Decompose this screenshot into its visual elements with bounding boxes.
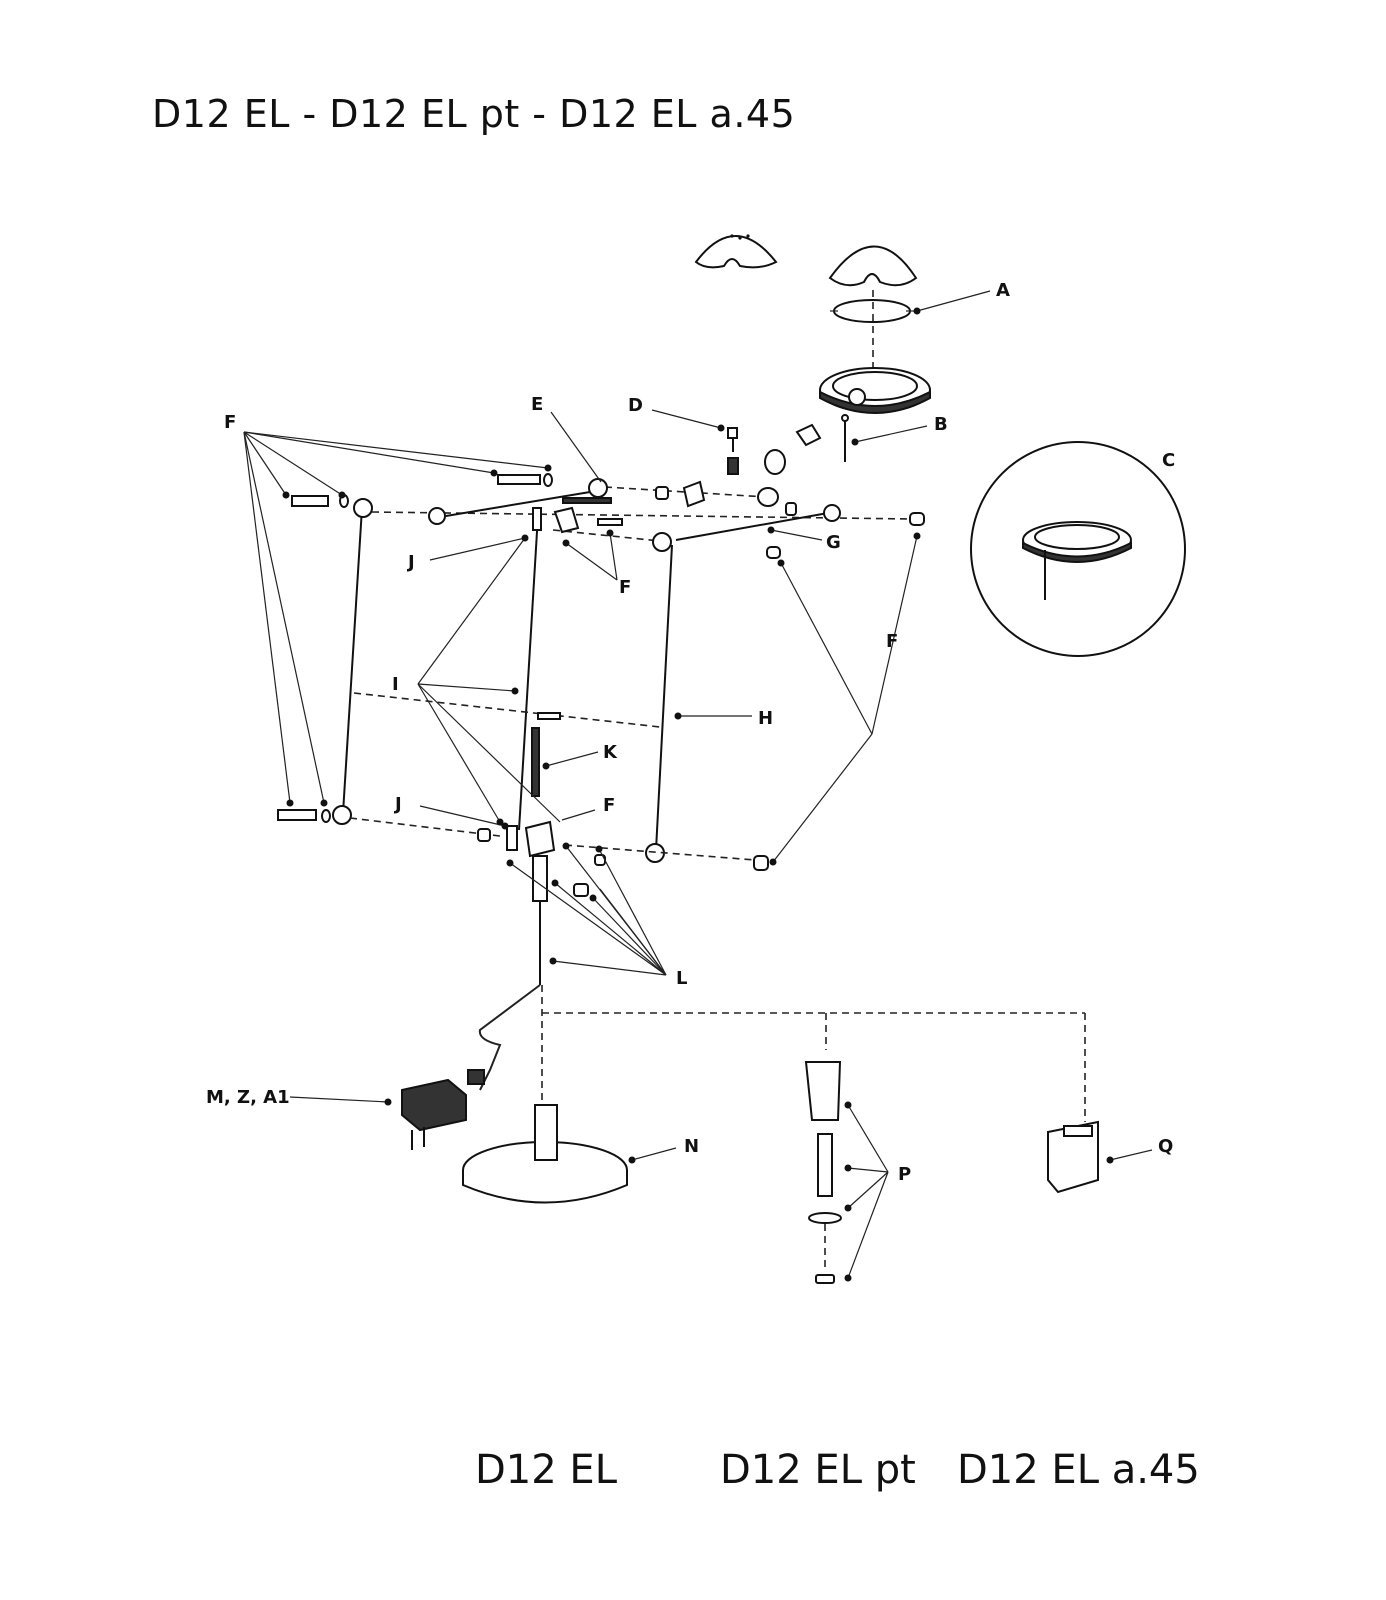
callout-k: K	[603, 742, 618, 763]
callout-f-right: F	[886, 631, 898, 652]
callout-i: I	[392, 674, 399, 695]
stem-part	[478, 855, 548, 1091]
joint-knob-part	[764, 423, 822, 475]
callout-f-left: F	[224, 412, 236, 433]
end-cap-part	[766, 512, 925, 559]
upper-screw-part	[497, 473, 553, 487]
adjuster-screw-part-d	[727, 427, 739, 475]
variant-label-d12-el: D12 EL	[475, 1447, 617, 1493]
callout-j-upper: J	[406, 552, 415, 573]
callout-d: D	[628, 395, 643, 416]
page-title: D12 EL - D12 EL pt - D12 EL a.45	[152, 92, 796, 136]
nut-part-2	[785, 502, 797, 516]
spring-small-part	[562, 497, 612, 504]
clamp-q-part	[1047, 1120, 1099, 1194]
wall-mount-p-part	[804, 1061, 842, 1284]
callout-b: B	[934, 414, 948, 435]
base-part	[462, 1104, 628, 1204]
pin-small-part	[597, 518, 623, 526]
left-arm-part	[332, 498, 373, 825]
pin-part-b	[841, 414, 849, 462]
callout-p: P	[898, 1164, 911, 1185]
lower-joint-part	[506, 820, 769, 897]
shade-alt-part	[694, 234, 778, 269]
knob-part	[757, 487, 779, 507]
led-ring-part	[819, 367, 931, 414]
callout-mza1: M, Z, A1	[206, 1087, 290, 1108]
callout-c: C	[1162, 450, 1175, 471]
shade-part	[828, 245, 918, 287]
center-arm-part	[518, 507, 542, 831]
callout-e: E	[531, 394, 543, 415]
callout-q: Q	[1158, 1136, 1173, 1157]
lower-screw-part	[277, 809, 331, 823]
callout-a: A	[996, 280, 1010, 301]
leader-dots	[282, 307, 1114, 1282]
right-arm-part	[645, 532, 673, 863]
callout-f-lower: F	[603, 795, 615, 816]
detail-c-magnifier	[970, 441, 1186, 657]
leader-lines	[243, 290, 1153, 1279]
lower-nut-part	[477, 828, 491, 842]
callout-h: H	[758, 708, 773, 729]
callout-l: L	[676, 968, 687, 989]
nut-part	[655, 486, 669, 500]
callout-g: G	[826, 532, 841, 553]
upper-arm-g-part	[675, 504, 841, 541]
variant-label-d12-el-pt: D12 EL pt	[720, 1447, 916, 1493]
power-supply-part	[401, 1069, 485, 1150]
variant-label-d12-el-a45: D12 EL a.45	[957, 1447, 1200, 1493]
clamp-part	[553, 506, 580, 534]
spring-k-part	[531, 712, 561, 797]
upper-arm-e-part	[428, 478, 608, 525]
callout-n: N	[684, 1136, 699, 1157]
bracket-part	[682, 480, 706, 508]
callout-f-upper: F	[619, 577, 631, 598]
glass-disc-part	[830, 299, 914, 323]
callout-j-lower: J	[393, 794, 402, 815]
